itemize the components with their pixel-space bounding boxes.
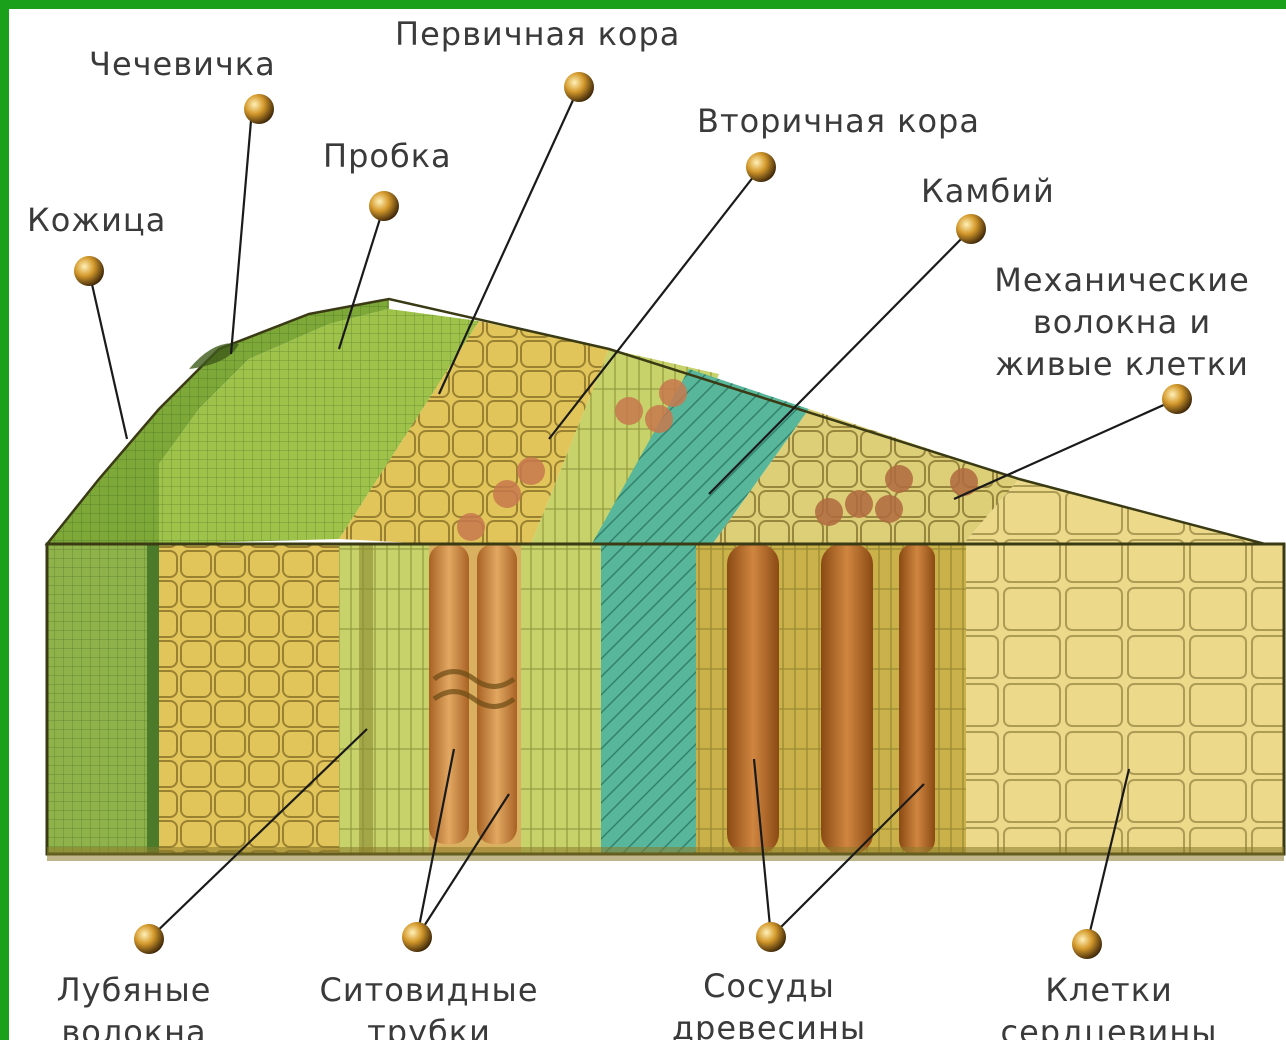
- pin-sieve-tubes: [402, 922, 432, 952]
- label-cambium: Камбий: [921, 172, 1055, 210]
- label-secondary-cortex: Вторичная кора: [697, 102, 980, 140]
- pin-epidermis: [74, 256, 104, 286]
- label-bast-fibers-line1: Лубяные: [19, 971, 249, 1009]
- label-lenticel: Чечевичка: [89, 45, 276, 83]
- pin-primary-cortex: [564, 72, 594, 102]
- label-wood-vessels-line2: древесины: [629, 1009, 909, 1040]
- pin-bast-fibers: [134, 924, 164, 954]
- label-wood-vessels-line1: Сосуды: [629, 967, 909, 1005]
- label-mechanical-fibers-line1: Механические: [957, 261, 1286, 299]
- pin-mechanical-fibers: [1162, 384, 1192, 414]
- label-cork: Пробка: [323, 137, 452, 175]
- label-epidermis: Кожица: [27, 201, 166, 239]
- pin-lenticel: [244, 94, 274, 124]
- front-face: [47, 544, 1284, 861]
- label-sieve-tubes-line1: Ситовидные: [279, 971, 579, 1009]
- label-pith-cells-line2: сердцевины: [959, 1013, 1259, 1040]
- pin-pith-cells: [1072, 929, 1102, 959]
- pin-secondary-cortex: [746, 152, 776, 182]
- pin-cork: [369, 191, 399, 221]
- label-mechanical-fibers-line2: волокна и: [957, 303, 1286, 341]
- label-bast-fibers-line2: волокна: [19, 1013, 249, 1040]
- stem-cross-section: [9, 9, 1286, 1040]
- pin-wood-vessels: [756, 922, 786, 952]
- label-primary-cortex: Первичная кора: [395, 15, 680, 53]
- label-sieve-tubes-line2: трубки: [279, 1013, 579, 1040]
- label-pith-cells-line1: Клетки: [959, 971, 1259, 1009]
- label-mechanical-fibers-line3: живые клетки: [957, 345, 1286, 383]
- pin-cambium: [956, 214, 986, 244]
